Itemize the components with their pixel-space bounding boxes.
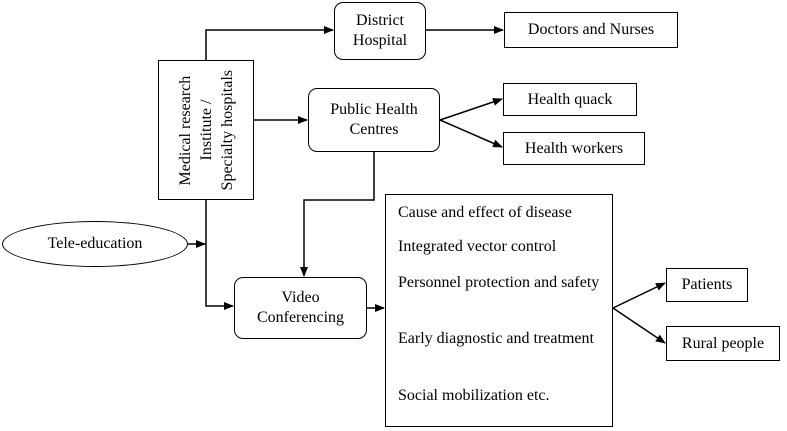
video-line-1: Video bbox=[281, 289, 320, 306]
video-line-2: Conferencing bbox=[256, 309, 345, 326]
arrow-phc-to-health-workers bbox=[439, 119, 503, 148]
topic-item-1: Cause and effect of disease bbox=[398, 204, 572, 221]
medical-institute-line-1: Medical research bbox=[176, 75, 194, 185]
district-hospital-line-1: District bbox=[356, 12, 404, 29]
medical-institute-line-3: Specialty hospitals bbox=[218, 69, 236, 191]
medical-institute-text: Medical research Institute / Specialty h… bbox=[175, 70, 238, 190]
district-hospital-node: District Hospital bbox=[334, 2, 426, 60]
topics-box: Cause and effect of disease Integrated v… bbox=[385, 194, 613, 427]
tele-education-label: Tele-education bbox=[47, 235, 143, 252]
phc-line-1: Public Health bbox=[330, 101, 418, 118]
medical-institute-node: Medical research Institute / Specialty h… bbox=[158, 60, 254, 200]
arrow-phc-to-video-conferencing bbox=[300, 152, 375, 277]
patients-label: Patients bbox=[681, 276, 733, 293]
rural-people-node: Rural people bbox=[666, 326, 780, 361]
arrow-phc-to-health-quack bbox=[439, 98, 503, 121]
health-quack-label: Health quack bbox=[527, 90, 613, 108]
topic-item-5: Social mobilization etc. bbox=[398, 387, 550, 404]
rural-people-label: Rural people bbox=[681, 334, 765, 352]
topic-item-2: Integrated vector control bbox=[398, 238, 557, 255]
arrow-institute-to-video-conferencing bbox=[205, 200, 234, 310]
phc-line-2: Centres bbox=[349, 121, 399, 138]
topic-item-4: Early diagnostic and treatment bbox=[398, 330, 594, 347]
medical-institute-line-2: Institute / bbox=[197, 99, 215, 161]
public-health-centres-node: Public Health Centres bbox=[308, 88, 440, 152]
health-quack-node: Health quack bbox=[503, 83, 637, 116]
patients-node: Patients bbox=[666, 268, 748, 302]
health-workers-node: Health workers bbox=[503, 132, 645, 165]
health-workers-label: Health workers bbox=[524, 139, 624, 157]
arrow-institute-to-district-hospital bbox=[205, 26, 334, 60]
doctors-nurses-label: Doctors and Nurses bbox=[527, 21, 655, 38]
arrow-topics-to-rural-people bbox=[612, 307, 666, 344]
arrow-topics-to-patients bbox=[612, 282, 666, 309]
district-hospital-line-2: Hospital bbox=[352, 32, 408, 49]
tele-education-node: Tele-education bbox=[2, 221, 188, 267]
topic-item-3: Personnel protection and safety bbox=[398, 274, 600, 291]
video-conferencing-node: Video Conferencing bbox=[234, 277, 367, 339]
doctors-nurses-node: Doctors and Nurses bbox=[504, 12, 678, 48]
